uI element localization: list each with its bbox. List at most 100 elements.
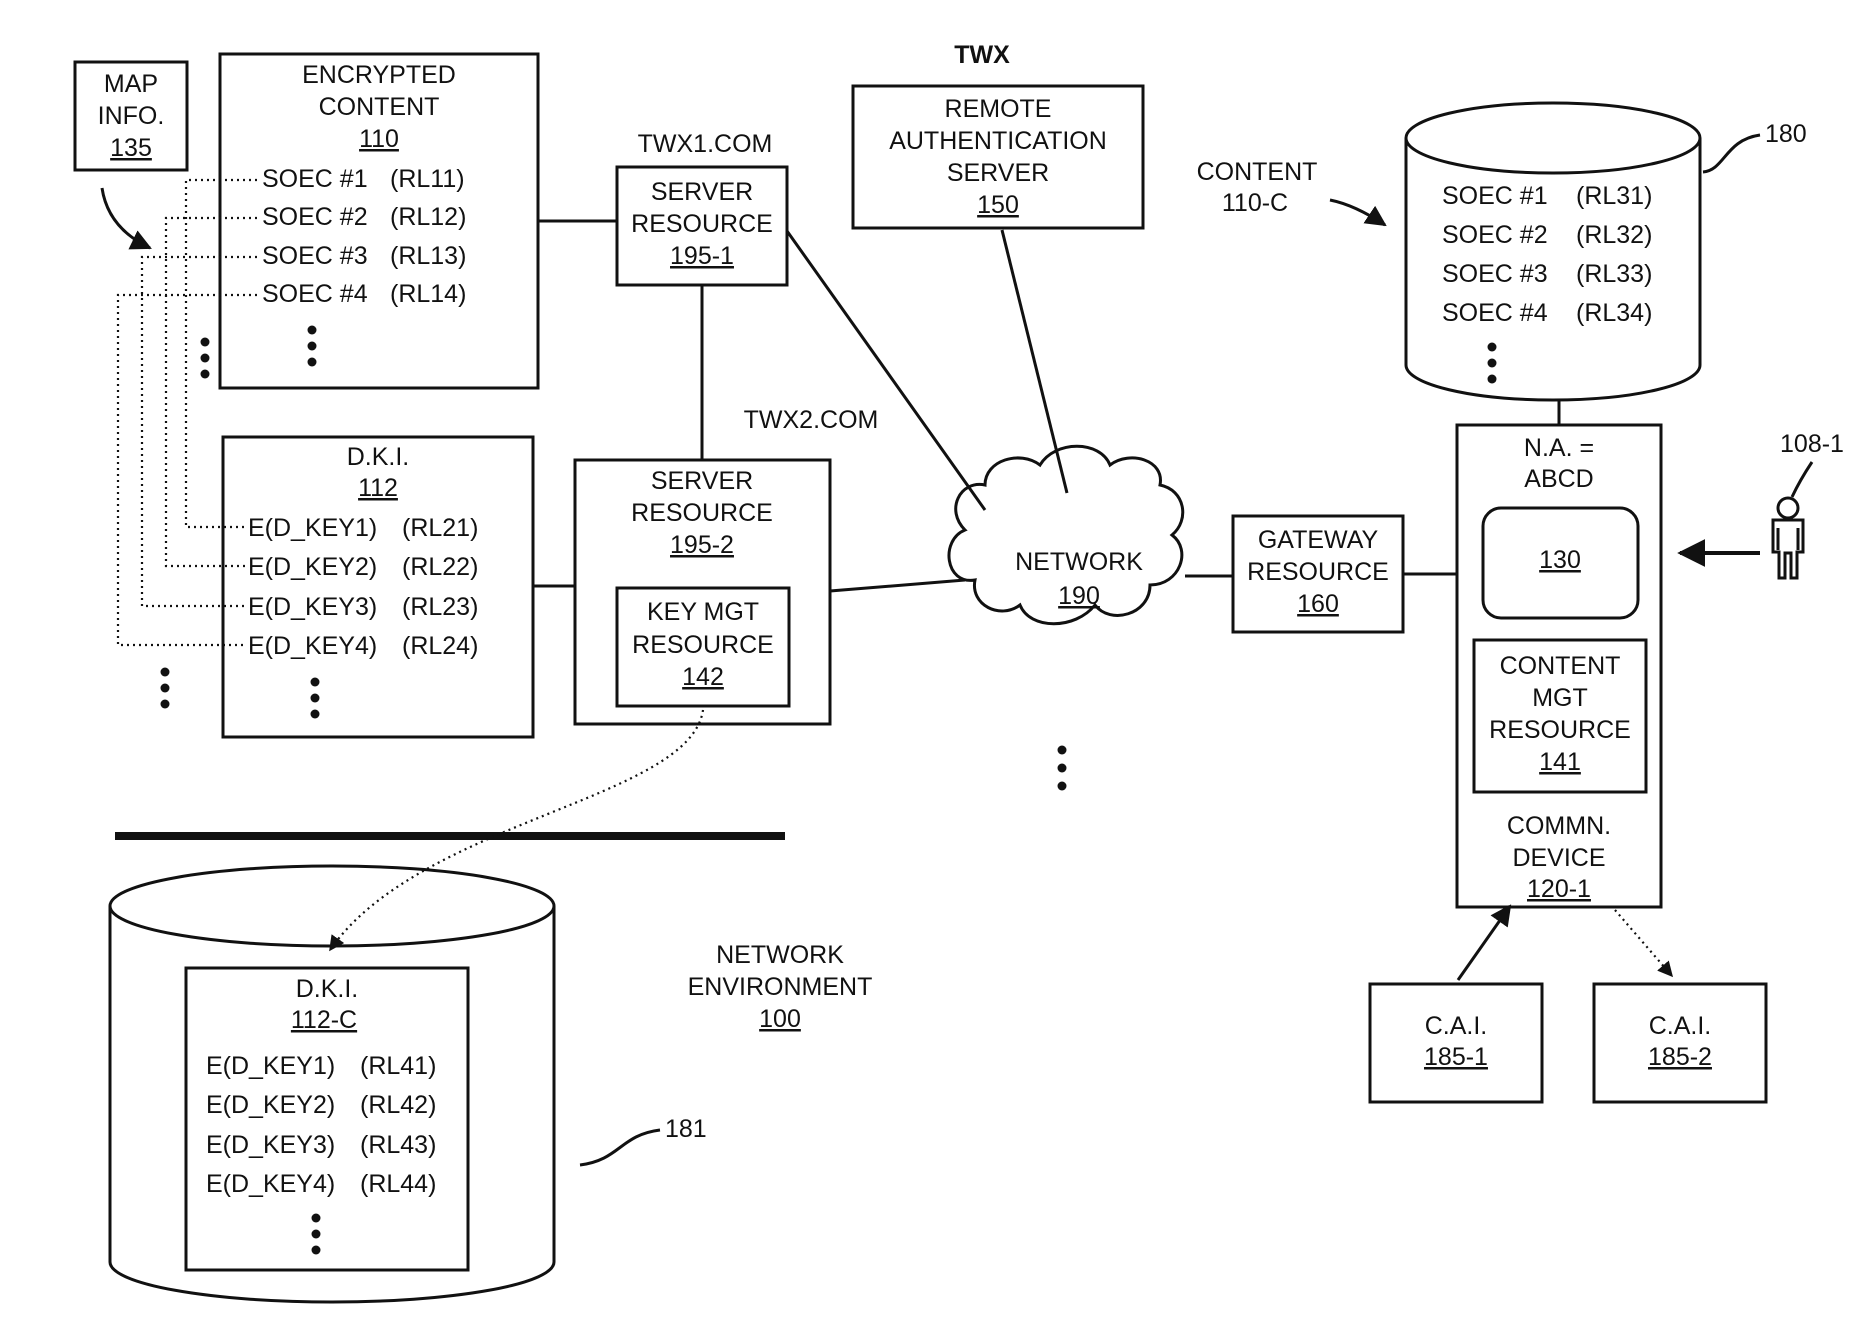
gateway-line2: RESOURCE (1247, 558, 1389, 586)
server-resource-2-box: SERVER RESOURCE 195-2 KEY MGT RESOURCE 1… (575, 460, 830, 724)
dki-c-item-rl: (RL43) (360, 1131, 436, 1159)
network-cloud: NETWORK 190 (949, 446, 1183, 624)
twx-title: TWX (954, 41, 1010, 69)
content-c-line1: CONTENT (1197, 158, 1318, 186)
repo-180-item-name: SOEC #2 (1442, 221, 1548, 249)
dki-item-rl: (RL22) (402, 553, 478, 581)
network-line1: NETWORK (1015, 548, 1143, 576)
dki-c-item-name: E(D_KEY1) (206, 1052, 335, 1080)
repo-180-item-rl: (RL32) (1576, 221, 1652, 249)
network-ref: 190 (1058, 582, 1100, 610)
cmr-line2: MGT (1532, 684, 1588, 712)
gateway-line1: GATEWAY (1258, 526, 1379, 554)
dki-item-name: E(D_KEY3) (248, 593, 377, 621)
dki-c-item-rl: (RL42) (360, 1091, 436, 1119)
map-info-line2: INFO. (98, 102, 165, 130)
cmr-line1: CONTENT (1500, 652, 1621, 680)
repository-180: SOEC #1 (RL31) SOEC #2 (RL32) SOEC #3 (R… (1406, 103, 1700, 400)
auth-ref: 150 (977, 191, 1019, 219)
cai-2-box: C.A.I. 185-2 (1594, 984, 1766, 1102)
device-line2: DEVICE (1512, 844, 1605, 872)
repo-181-ref: 181 (665, 1115, 707, 1143)
cmr-line3: RESOURCE (1489, 716, 1631, 744)
key-mgt-line2: RESOURCE (632, 631, 774, 659)
dki-item-name: E(D_KEY1) (248, 514, 377, 542)
key-mgt-line1: KEY MGT (647, 598, 759, 626)
repository-181: D.K.I. 112-C E(D_KEY1) (RL41) E(D_KEY2) … (110, 866, 554, 1302)
ellipsis-network (1058, 746, 1067, 791)
cai-2-arrow (1615, 910, 1672, 976)
soec-item-name: SOEC #4 (262, 280, 368, 308)
encrypted-content-line1: ENCRYPTED (302, 61, 456, 89)
user-ref: 108-1 (1780, 430, 1844, 458)
dki-item-rl: (RL21) (402, 514, 478, 542)
communication-device-box: N.A. = ABCD 130 CONTENT MGT RESOURCE 141… (1457, 425, 1661, 907)
repo-180-ref: 180 (1765, 120, 1807, 148)
user-leader (1792, 462, 1812, 497)
dki-c-item-name: E(D_KEY4) (206, 1170, 335, 1198)
map-info-box: MAP INFO. 135 (75, 62, 187, 170)
dki-c-item-rl: (RL41) (360, 1052, 436, 1080)
dki-c-item-rl: (RL44) (360, 1170, 436, 1198)
soec-item-name: SOEC #3 (262, 242, 368, 270)
repo-180-leader (1703, 135, 1760, 172)
network-env-ref: 100 (759, 1005, 801, 1033)
dki-c-item-name: E(D_KEY2) (206, 1091, 335, 1119)
device-line1: COMMN. (1507, 812, 1611, 840)
user-icon (1773, 498, 1803, 578)
soec-item-rl: (RL14) (390, 280, 466, 308)
soec-item-rl: (RL12) (390, 203, 466, 231)
repo-180-item-name: SOEC #3 (1442, 260, 1548, 288)
soec-item-name: SOEC #1 (262, 165, 368, 193)
dki-c-ref: 112-C (291, 1006, 357, 1034)
soec-item-rl: (RL13) (390, 242, 466, 270)
soec-item-name: SOEC #2 (262, 203, 368, 231)
server-resource-1-box: SERVER RESOURCE 195-1 (617, 167, 787, 285)
network-env-line1: NETWORK (716, 941, 844, 969)
dki-ref: 112 (358, 474, 398, 502)
server-2-line2: RESOURCE (631, 499, 773, 527)
dki-item-name: E(D_KEY2) (248, 553, 377, 581)
device-ref: 120-1 (1527, 875, 1591, 903)
server-1-line1: SERVER (651, 178, 753, 206)
display-ref: 130 (1539, 546, 1581, 574)
cai-2-ref: 185-2 (1648, 1043, 1712, 1071)
repo-180-item-name: SOEC #4 (1442, 299, 1548, 327)
cmr-ref: 141 (1539, 748, 1581, 776)
content-c-arrow (1330, 200, 1385, 225)
dki-item-rl: (RL23) (402, 593, 478, 621)
server-2-ref: 195-2 (670, 531, 734, 559)
repo-181-leader (580, 1130, 660, 1165)
network-env-line2: ENVIRONMENT (688, 973, 873, 1001)
dki-c-title: D.K.I. (296, 975, 359, 1003)
auth-server-box: REMOTE AUTHENTICATION SERVER 150 (853, 86, 1143, 228)
repo-180-item-rl: (RL31) (1576, 182, 1652, 210)
dki-title: D.K.I. (347, 443, 410, 471)
repo-180-item-rl: (RL33) (1576, 260, 1652, 288)
server-1-line2: RESOURCE (631, 210, 773, 238)
repo-180-item-name: SOEC #1 (1442, 182, 1548, 210)
repo-180-item-rl: (RL34) (1576, 299, 1652, 327)
auth-line2: AUTHENTICATION (889, 127, 1107, 155)
dki-c-item-name: E(D_KEY3) (206, 1131, 335, 1159)
gateway-ref: 160 (1297, 590, 1339, 618)
twx2-label: TWX2.COM (744, 406, 879, 434)
cai-1-arrow (1458, 906, 1510, 980)
dki-box: D.K.I. 112 E(D_KEY1) (RL21) E(D_KEY2) (R… (223, 437, 533, 737)
device-na-line1: N.A. = (1524, 434, 1594, 462)
server-1-ref: 195-1 (670, 242, 734, 270)
encrypted-content-line2: CONTENT (319, 93, 440, 121)
content-c-line2: 110-C (1222, 189, 1288, 217)
server-2-line1: SERVER (651, 467, 753, 495)
cai-1-box: C.A.I. 185-1 (1370, 984, 1542, 1102)
cai-1-ref: 185-1 (1424, 1043, 1488, 1071)
encrypted-content-ref: 110 (359, 125, 399, 153)
key-mgt-ref: 142 (682, 663, 724, 691)
auth-line1: REMOTE (945, 95, 1052, 123)
gateway-box: GATEWAY RESOURCE 160 (1233, 516, 1403, 632)
dki-item-rl: (RL24) (402, 632, 478, 660)
map-info-line1: MAP (104, 70, 158, 98)
map-info-ref: 135 (110, 134, 152, 162)
encrypted-content-box: ENCRYPTED CONTENT 110 SOEC #1 (RL11) SOE… (220, 54, 538, 388)
